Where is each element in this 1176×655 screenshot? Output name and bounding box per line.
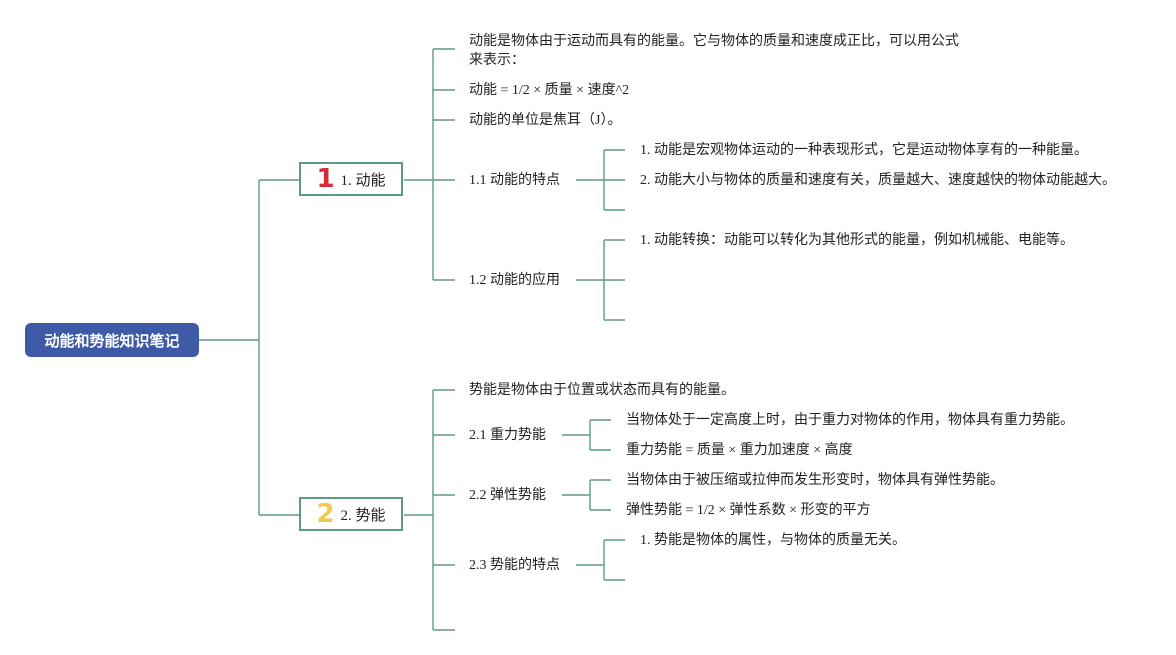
- list-item: 1. 动能转换：动能可以转化为其他形式的能量，例如机械能、电能等。: [640, 233, 1074, 248]
- list-item: 1. 势能是物体的属性，与物体的质量无关。: [640, 533, 906, 548]
- branch-label: 2. 势能: [340, 507, 386, 524]
- number-1-icon: 1: [316, 164, 335, 194]
- list-item: 2. 动能大小与物体的质量和速度有关，质量越大、速度越快的物体动能越大。: [640, 173, 1116, 188]
- kinetic-formula: 动能 = 1/2 × 质量 × 速度^2: [469, 83, 630, 98]
- kinetic-definition-line2: 来表示：: [469, 53, 525, 68]
- subtopic-2-1[interactable]: 2.1 重力势能: [469, 428, 546, 443]
- branch-potential-energy[interactable]: 2 2. 势能: [299, 497, 403, 531]
- subtopic-2-2[interactable]: 2.2 弹性势能: [469, 488, 546, 503]
- subtopic-1-2[interactable]: 1.2 动能的应用: [469, 273, 560, 288]
- root-title: 动能和势能知识笔记: [44, 331, 180, 350]
- kinetic-unit: 动能的单位是焦耳（J）。: [469, 113, 622, 128]
- list-item: 弹性势能 = 1/2 × 弹性系数 × 形变的平方: [626, 503, 871, 518]
- potential-definition: 势能是物体由于位置或状态而具有的能量。: [469, 383, 735, 398]
- subtopic-1-1[interactable]: 1.1 动能的特点: [469, 173, 560, 188]
- list-item: 当物体处于一定高度上时，由于重力对物体的作用，物体具有重力势能。: [626, 413, 1074, 428]
- branch-label: 1. 动能: [340, 172, 386, 189]
- list-item: 1. 动能是宏观物体运动的一种表现形式，它是运动物体享有的一种能量。: [640, 143, 1088, 158]
- subtopic-2-3[interactable]: 2.3 势能的特点: [469, 558, 560, 573]
- list-item: 当物体由于被压缩或拉伸而发生形变时，物体具有弹性势能。: [626, 473, 1004, 488]
- list-item: 重力势能 = 质量 × 重力加速度 × 高度: [626, 443, 853, 458]
- kinetic-definition-line1: 动能是物体由于运动而具有的能量。它与物体的质量和速度成正比，可以用公式: [469, 34, 959, 49]
- branch-kinetic-energy[interactable]: 1 1. 动能: [299, 162, 403, 196]
- number-2-icon: 2: [316, 499, 335, 529]
- root-topic[interactable]: 动能和势能知识笔记: [25, 323, 199, 357]
